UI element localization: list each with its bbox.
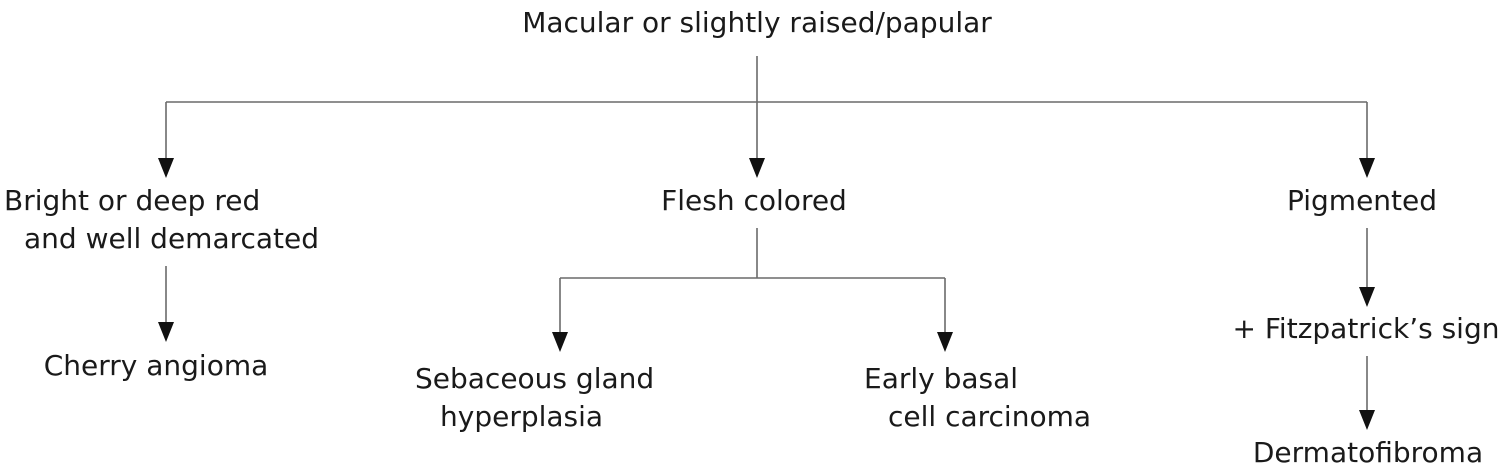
arrowhead-flesh xyxy=(749,158,765,178)
arrowhead-dermatofibroma xyxy=(1359,410,1375,430)
node-sebaceous-line1: Sebaceous gland xyxy=(415,362,654,395)
node-red-line2: and well demarcated xyxy=(24,222,319,255)
node-cherry-angioma: Cherry angioma xyxy=(44,349,269,382)
node-labels: Macular or slightly raised/papular Brigh… xyxy=(4,6,1499,469)
arrowhead-cherry xyxy=(158,322,174,342)
node-root: Macular or slightly raised/papular xyxy=(522,6,992,39)
node-dermatofibroma: Dermatofibroma xyxy=(1253,436,1483,469)
arrowhead-red xyxy=(158,158,174,178)
node-flesh-colored: Flesh colored xyxy=(661,184,847,217)
arrowheads xyxy=(158,158,1375,430)
node-pigmented: Pigmented xyxy=(1287,184,1437,217)
arrowhead-bcc xyxy=(937,332,953,352)
arrowhead-pigmented xyxy=(1359,158,1375,178)
node-bcc-line2: cell carcinoma xyxy=(888,400,1091,433)
node-bcc-line1: Early basal xyxy=(864,362,1018,395)
node-red-line1: Bright or deep red xyxy=(4,184,260,217)
arrowhead-sebaceous xyxy=(552,332,568,352)
arrowhead-fitzpatrick xyxy=(1359,287,1375,307)
node-fitzpatrick-sign: + Fitzpatrick’s sign xyxy=(1233,312,1500,345)
connectors xyxy=(165,56,1368,412)
node-sebaceous-line2: hyperplasia xyxy=(440,400,603,433)
